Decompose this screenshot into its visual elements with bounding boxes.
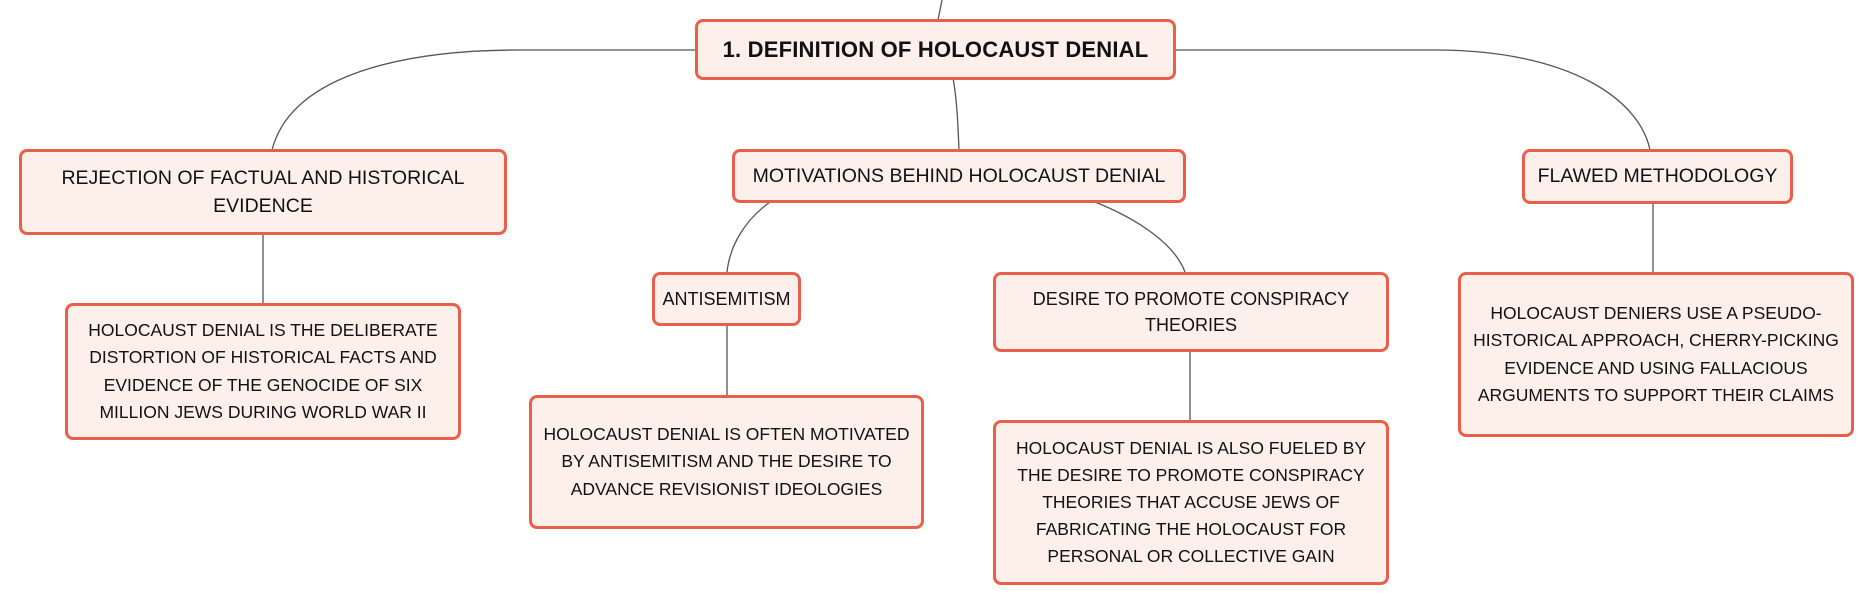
node-conspiracy-theories[interactable]: DESIRE TO PROMOTE CONSPIRACY THEORIES [993,272,1389,352]
node-rejection-detail[interactable]: HOLOCAUST DENIAL IS THE DELIBERATE DISTO… [65,303,461,440]
node-rejection-of-evidence-label: REJECTION OF FACTUAL AND HISTORICAL EVID… [61,166,465,217]
node-rejection-detail-text: HOLOCAUST DENIAL IS THE DELIBERATE DISTO… [88,320,438,422]
connector-motivations-to-antisemitism [726,201,771,273]
root-node-label: 1. DEFINITION OF HOLOCAUST DENIAL [722,36,1149,62]
node-conspiracy-theories-label: DESIRE TO PROMOTE CONSPIRACY THEORIES [1032,288,1350,335]
node-motivations[interactable]: MOTIVATIONS BEHIND HOLOCAUST DENIAL [732,149,1186,203]
node-antisemitism-detail-text: HOLOCAUST DENIAL IS OFTEN MOTIVATED BY A… [543,424,910,499]
node-flawed-methodology[interactable]: FLAWED METHODOLOGY [1522,149,1793,204]
node-conspiracy-detail-text: HOLOCAUST DENIAL IS ALSO FUELED BY THE D… [1015,437,1367,567]
connector-root-to-rejection [271,49,696,151]
node-motivations-label: MOTIVATIONS BEHIND HOLOCAUST DENIAL [752,164,1166,187]
node-rejection-of-evidence[interactable]: REJECTION OF FACTUAL AND HISTORICAL EVID… [19,149,507,235]
node-antisemitism-detail[interactable]: HOLOCAUST DENIAL IS OFTEN MOTIVATED BY A… [529,395,924,529]
node-flawed-detail-text: HOLOCAUST DENIERS USE A PSEUDO-HISTORICA… [1473,303,1839,405]
node-flawed-detail[interactable]: HOLOCAUST DENIERS USE A PSEUDO-HISTORICA… [1458,272,1854,437]
connector-root-to-flawed [1175,49,1651,151]
node-antisemitism-label: ANTISEMITISM [662,288,791,309]
connector-motivations-to-conspiracy [1094,201,1186,273]
node-antisemitism[interactable]: ANTISEMITISM [652,272,801,326]
node-conspiracy-detail[interactable]: HOLOCAUST DENIAL IS ALSO FUELED BY THE D… [993,420,1389,585]
connector-root-to-motivations [952,77,960,151]
node-flawed-methodology-label: FLAWED METHODOLOGY [1537,165,1778,188]
root-node[interactable]: 1. DEFINITION OF HOLOCAUST DENIAL [695,19,1176,80]
connector-root-to-parent [937,0,943,21]
